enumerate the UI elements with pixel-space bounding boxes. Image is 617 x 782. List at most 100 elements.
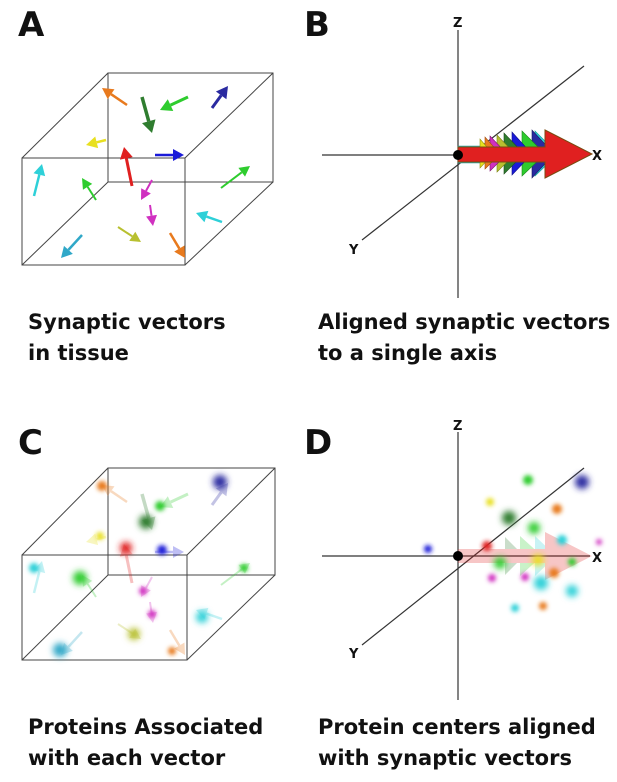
faint-vector-1-shaft [110, 490, 128, 504]
caption-d-line-1: Protein centers aligned [318, 715, 596, 739]
caption-b-line-2: to a single axis [318, 341, 498, 365]
d-x-label: X [592, 551, 602, 566]
protein-center-13 [549, 568, 559, 578]
panel-c-faint-vectors [32, 483, 250, 655]
vector-arrow-15-shaft [168, 232, 181, 250]
vector-arrow-5-head [86, 136, 99, 149]
protein-center-10 [557, 535, 567, 545]
protein-3 [155, 501, 165, 511]
cube-c-edge [186, 467, 276, 556]
protein-center-4 [575, 475, 589, 489]
protein-4 [213, 475, 227, 489]
vector-arrow-7-head [173, 149, 184, 161]
protein-9 [73, 571, 87, 585]
caption-c: Proteins Associated with each vector [28, 712, 263, 774]
panel-letter-c: C [18, 423, 43, 463]
aligned-vector-red [457, 129, 594, 179]
panel-a-vectors [32, 86, 250, 258]
protein-7 [157, 545, 167, 555]
b-z-label: Z [453, 16, 462, 31]
vector-arrow-16-head [61, 245, 73, 258]
vector-arrow-1-shaft [110, 93, 128, 107]
panel-letter-d: D [304, 423, 333, 463]
faint-vector-9-shaft [86, 583, 97, 598]
protein-center-2 [486, 498, 494, 506]
faint-vector-8-shaft [32, 571, 41, 594]
caption-b: Aligned synaptic vectors to a single axi… [318, 307, 610, 369]
panel-letter-a: A [18, 5, 45, 45]
protein-11 [148, 610, 156, 618]
b-x-label: X [592, 149, 602, 164]
vector-arrow-8-head [33, 164, 46, 177]
caption-a-line-1: Synaptic vectors [28, 310, 226, 334]
faint-vector-7-head [173, 546, 184, 558]
vector-arrow-1-head [102, 88, 115, 100]
protein-center-18 [566, 585, 578, 597]
vector-arrow-2-shaft [140, 96, 151, 122]
vector-arrow-6-head [119, 147, 133, 160]
protein-13 [196, 611, 208, 623]
vector-arrow-5-shaft [96, 138, 107, 144]
vector-arrow-16-shaft [67, 234, 83, 251]
d-y-label: Y [348, 647, 359, 662]
caption-d: Protein centers aligned with synaptic ve… [318, 712, 596, 774]
cube-a-edge [184, 72, 274, 159]
protein-center-1 [424, 545, 432, 553]
protein-2 [139, 515, 153, 529]
vector-arrow-4-shaft [210, 94, 223, 109]
vector-arrow-10-head [141, 188, 151, 200]
faint-vector-12-shaft [220, 568, 243, 586]
vector-arrow-10-shaft [145, 179, 153, 192]
protein-center-14 [488, 574, 496, 582]
panel-d-protein-centers [424, 475, 602, 612]
faint-vector-10-shaft [145, 576, 153, 589]
protein-center-15 [568, 558, 576, 566]
faint-vector-15-shaft [168, 629, 181, 647]
protein-center-8 [528, 522, 540, 534]
faint-vector-3-shaft [169, 492, 189, 504]
b-origin-dot [453, 150, 463, 160]
protein-center-3 [523, 475, 533, 485]
caption-d-line-2: with synaptic vectors [318, 746, 572, 770]
cube-a-back-face [107, 72, 274, 183]
faint-vector-red [458, 532, 592, 580]
vector-arrow-12-shaft [220, 171, 243, 189]
cube-a-front-face [21, 157, 186, 266]
protein-center-5 [502, 511, 516, 525]
d-y-axis [361, 467, 585, 646]
caption-a-line-2: in tissue [28, 341, 129, 365]
protein-center-11 [494, 557, 506, 569]
protein-center-9 [596, 539, 602, 545]
panel-c-proteins [29, 475, 248, 657]
d-origin-dot [453, 551, 463, 561]
vector-arrow-14-shaft [117, 226, 133, 238]
vector-arrow-13-shaft [205, 215, 223, 224]
vector-arrow-13-head [196, 210, 209, 223]
vector-arrow-9-shaft [86, 186, 97, 201]
panel-letter-b: B [304, 5, 330, 45]
protein-center-19 [511, 604, 519, 612]
cube-a-edge [184, 181, 274, 266]
cube-c-front-face [21, 554, 188, 661]
faint-vector-16-shaft [67, 631, 83, 648]
faint-vector-6-shaft [124, 555, 134, 584]
protein-center-20 [539, 602, 547, 610]
panel-b-aligned-vectors [457, 129, 594, 179]
protein-center-16 [521, 573, 529, 581]
vector-arrow-4-head [215, 86, 228, 100]
faint-vector-15-head [174, 642, 185, 655]
cube-c-edge [21, 467, 109, 556]
cube-c-edge [21, 574, 109, 661]
faint-vector-dark-green [458, 537, 524, 575]
caption-b-line-1: Aligned synaptic vectors [318, 310, 611, 334]
faint-vector-2-shaft [140, 493, 151, 519]
vector-arrow-11-shaft [149, 204, 153, 216]
vector-arrow-15-head [174, 245, 185, 258]
protein-10 [139, 587, 147, 595]
panel-d-faint-aligned-vectors [458, 532, 592, 580]
cube-c-edge [186, 574, 276, 661]
caption-c-line-2: with each vector [28, 746, 226, 770]
panel-c-cube [21, 467, 276, 661]
protein-8 [29, 563, 39, 573]
